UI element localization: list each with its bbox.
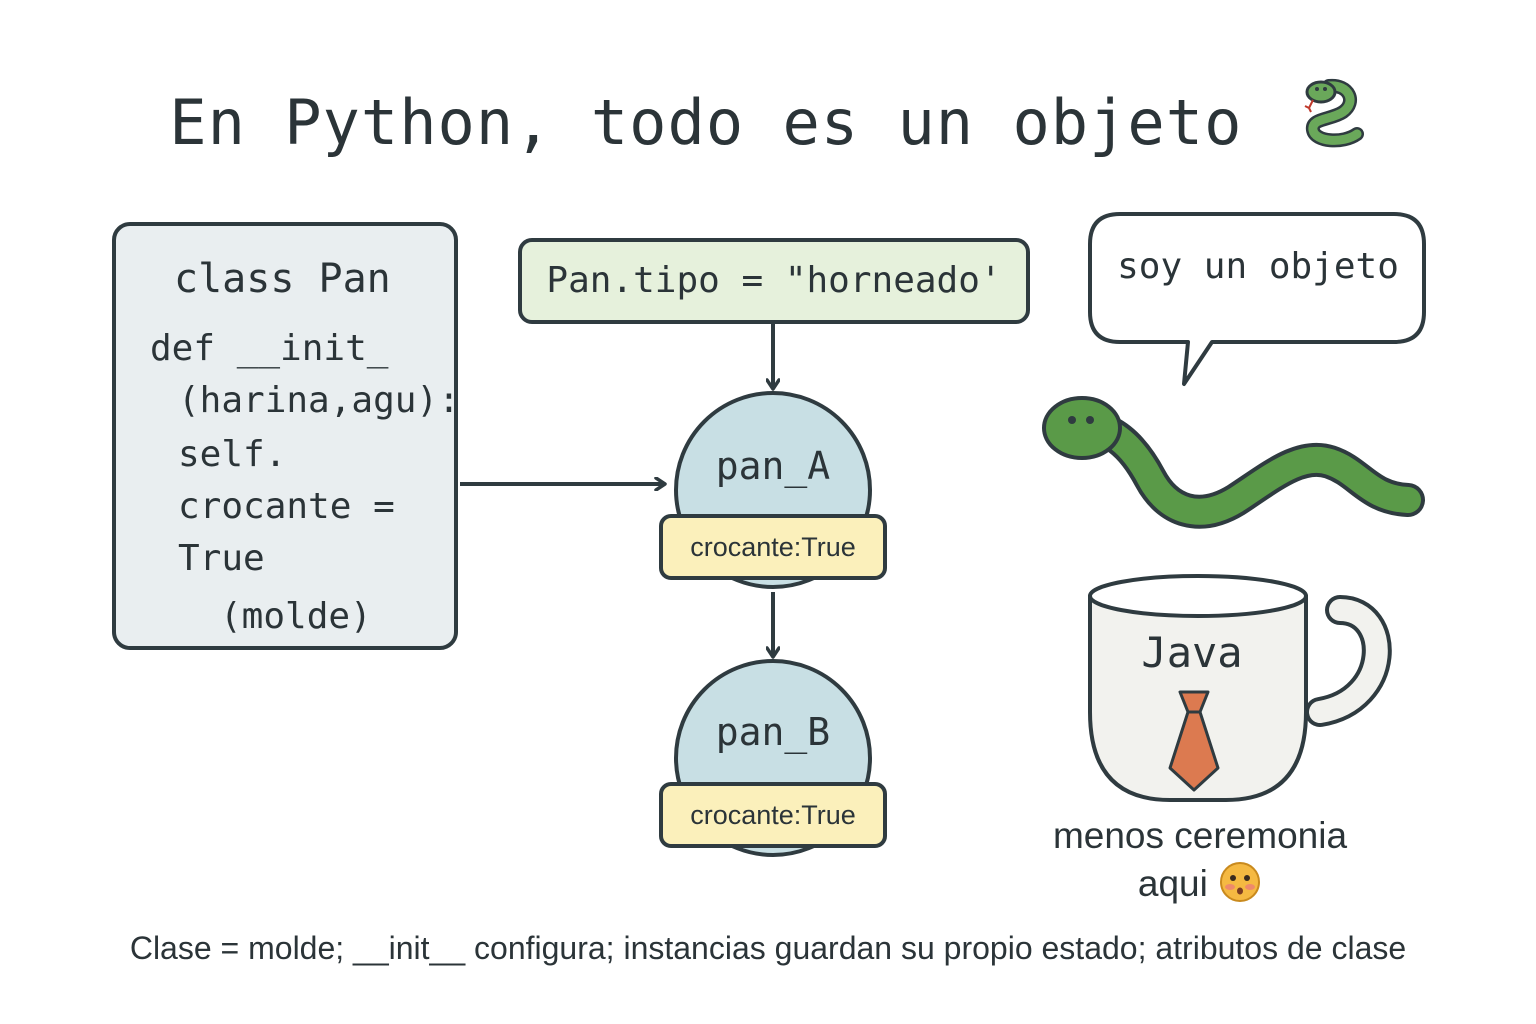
class-attribute-text: Pan.tipo = "horneado' (546, 260, 1002, 301)
title-text: En Python, todo es un objeto (169, 86, 1243, 159)
class-header: class Pan (174, 256, 391, 302)
instance-state-pan-b: crocante:True (659, 782, 887, 848)
class-attribute-box: Pan.tipo = "horneado' (518, 238, 1030, 324)
mug-label: Java (1141, 628, 1243, 677)
state-text: crocante:True (690, 800, 856, 830)
code-line: True (178, 538, 265, 579)
instance-label-pan-a: pan_A (715, 444, 831, 488)
necktie-icon (1168, 690, 1220, 792)
snake-emoji-icon (1304, 78, 1364, 148)
mug-note: menos ceremonia aqui (1010, 812, 1390, 908)
mug-note-line2-wrap: aqui (1010, 860, 1390, 908)
page-title: En Python, todo es un objeto (0, 78, 1536, 159)
speech-bubble-text: soy un objeto (1117, 246, 1399, 287)
caption: Clase = molde; __init__ configura; insta… (129, 930, 1407, 966)
class-definition-box: class Pan def __init_ (harina,agu): self… (112, 222, 460, 650)
code-line: (harina,agu): (178, 380, 460, 421)
instance-state-pan-a: crocante:True (659, 514, 887, 580)
class-footer: (molde) (220, 596, 372, 637)
state-text: crocante:True (690, 532, 856, 562)
code-line: self. (178, 434, 287, 475)
mug-note-line1: menos ceremonia (1052, 815, 1348, 856)
speech-bubble (1088, 212, 1426, 386)
instance-label-pan-b: pan_B (715, 710, 831, 754)
code-line: def __init_ (150, 328, 389, 369)
snake-illustration (1042, 396, 1425, 529)
code-line: crocante = (178, 486, 395, 527)
blushing-face-icon (1220, 862, 1261, 902)
java-mug-illustration (1088, 574, 1392, 802)
mug-note-line2: aqui (1137, 863, 1208, 904)
